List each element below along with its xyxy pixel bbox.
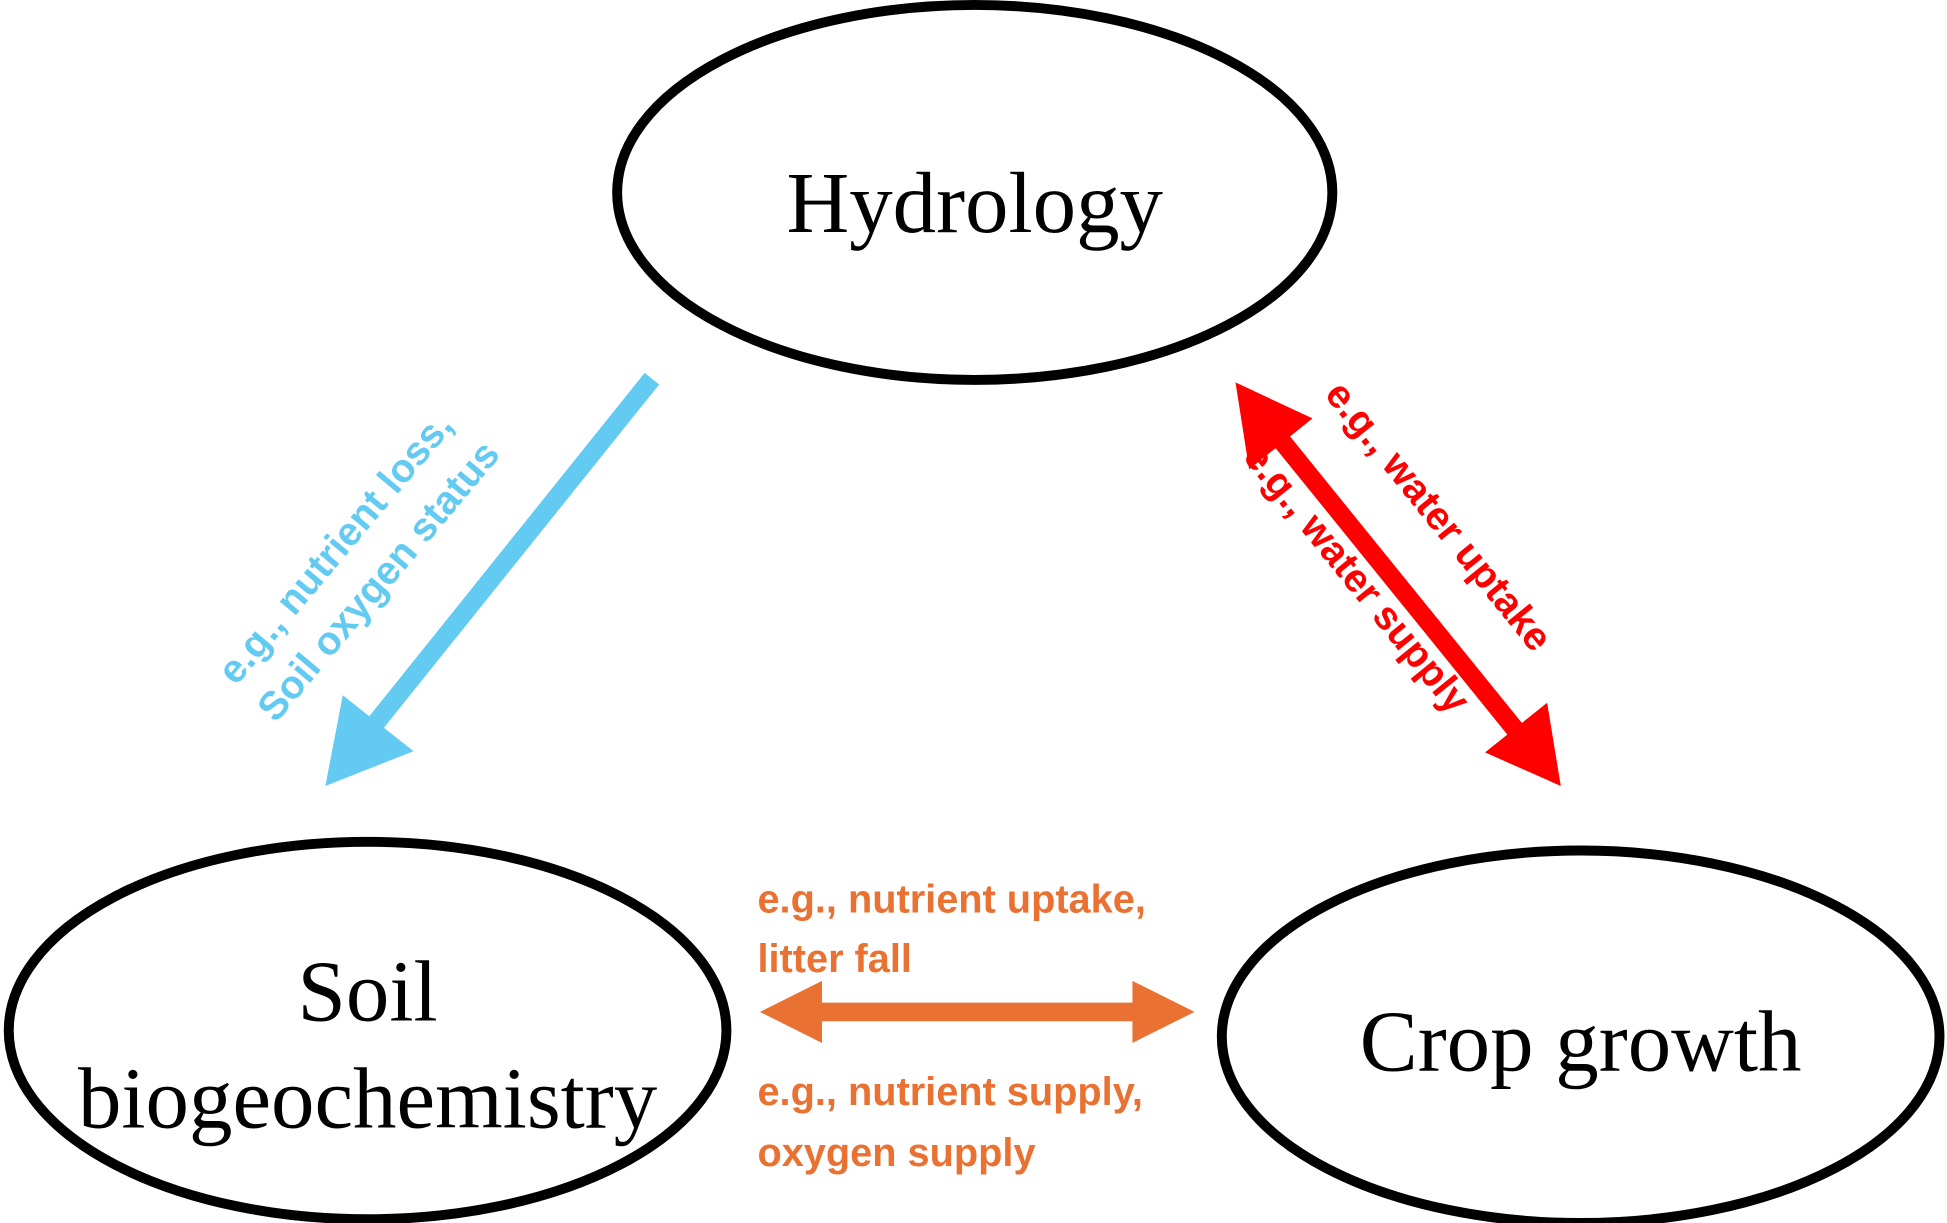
- soil-label-line2: biogeochemistry: [78, 1050, 658, 1146]
- red-annotation-lower: e.g., water supply: [1235, 435, 1479, 722]
- hydrology-ellipse: [612, 0, 1338, 385]
- soil-label-line1: Soil: [298, 944, 438, 1040]
- crop-label: Crop growth: [1360, 993, 1802, 1089]
- orange-annotation-top-line1: e.g., nutrient uptake,: [757, 878, 1145, 922]
- blue-arrow-shaft: [352, 372, 660, 749]
- red-arrowhead-up-icon: [1235, 382, 1313, 470]
- soil-ellipse: [3, 836, 732, 1223]
- hydrology-label: Hydrology: [786, 155, 1163, 251]
- link-soil-crop: e.g., nutrient uptake, litter fall e.g.,…: [757, 878, 1195, 1175]
- red-arrowhead-down-icon: [1485, 702, 1561, 786]
- orange-annotation-bottom-line2: oxygen supply: [757, 1131, 1035, 1175]
- node-crop-growth: Crop growth: [1216, 845, 1945, 1223]
- node-hydrology: Hydrology: [612, 0, 1338, 385]
- orange-annotation-top-line2: litter fall: [757, 937, 912, 981]
- link-hydrology-to-soil: e.g., nutrient loss, Soil oxygen status: [209, 372, 660, 786]
- link-hydrology-crop: e.g., water uptake e.g., water supply: [1235, 373, 1561, 786]
- blue-arrowhead-icon: [325, 695, 414, 786]
- orange-arrowhead-left-icon: [759, 980, 823, 1043]
- crop-ellipse: [1216, 845, 1945, 1223]
- node-soil-biogeochemistry: Soil biogeochemistry: [3, 836, 732, 1223]
- orange-arrowhead-right-icon: [1132, 980, 1195, 1043]
- orange-annotation-bottom-line1: e.g., nutrient supply,: [757, 1070, 1142, 1114]
- red-arrow-shaft: [1259, 416, 1537, 754]
